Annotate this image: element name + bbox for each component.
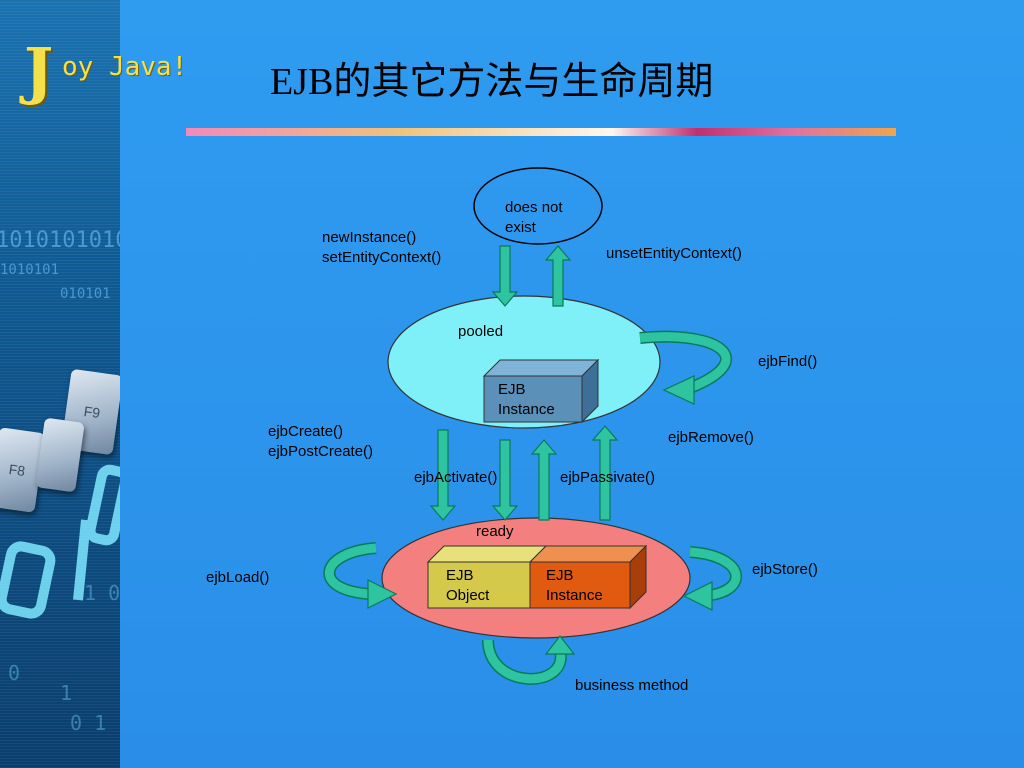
svg-text:0: 0	[8, 661, 20, 685]
transition-label-ejb-store: ejbStore()	[752, 561, 818, 578]
logo-text: oy Java!	[62, 52, 188, 82]
transition-label-ejb-create: ejbCreate() ejbPostCreate()	[268, 423, 374, 460]
transition-label-ejb-passivate: ejbPassivate()	[560, 469, 656, 486]
transition-label-ejb-find: ejbFind()	[758, 353, 818, 370]
transition-label-ejb-remove: ejbRemove()	[668, 429, 754, 446]
state-label-ready: ready	[476, 523, 514, 540]
arrow-ejb-create	[429, 429, 457, 521]
slide-title: EJB的其它方法与生命周期	[270, 61, 714, 103]
state-label-does-not-exist: does not exist	[505, 199, 563, 236]
transition-label-ejb-load: ejbLoad()	[206, 569, 270, 586]
box-label-pooled-instance: EJB Instance	[498, 381, 555, 418]
svg-text:0 1: 0 1	[70, 711, 106, 735]
binary-text-3: 010101	[60, 286, 111, 302]
pooled-ejb-instance-box	[482, 358, 600, 424]
box-label-ready-instance: EJB Instance	[546, 567, 603, 604]
ready-ejb-instance-box	[528, 544, 648, 610]
logo-initial: J	[24, 34, 54, 107]
box-label-ready-object: EJB Object	[446, 567, 490, 604]
arrow-unset-context	[544, 245, 572, 307]
transition-label-ejb-activate: ejbActivate()	[414, 469, 498, 486]
svg-text:1: 1	[60, 681, 72, 705]
transition-label-unset-context: unsetEntityContext()	[606, 245, 742, 262]
binary-text-2: 1010101	[0, 262, 60, 278]
state-label-pooled: pooled	[458, 323, 504, 340]
transition-label-new-instance: newInstance() setEntityContext()	[322, 229, 442, 266]
transition-label-business-method: business method	[575, 677, 689, 694]
glowing-digits-icon: 0 1 0 1 1 0 1	[0, 464, 120, 735]
state-does-not-exist	[473, 167, 603, 245]
ready-ejb-object-box	[426, 545, 548, 609]
arrow-ejb-activate	[491, 439, 519, 521]
title-divider	[186, 128, 896, 136]
binary-text-1: 1010101010	[0, 228, 120, 253]
arrow-ejb-passivate	[530, 439, 558, 521]
arrow-ejb-remove	[591, 425, 619, 521]
svg-text:1 0 1: 1 0 1	[84, 581, 120, 605]
arrow-new-instance	[491, 245, 519, 307]
